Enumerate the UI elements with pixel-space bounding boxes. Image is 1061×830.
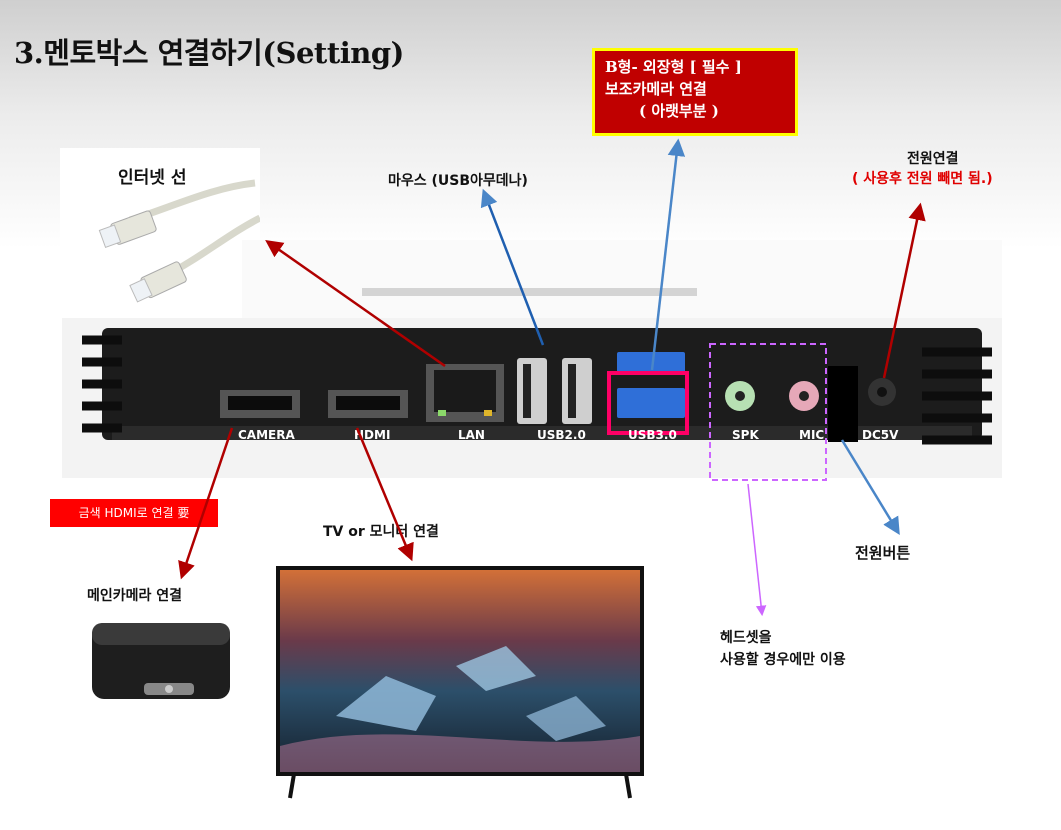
tv-monitor-label: TV or 모니터 연결 bbox=[323, 524, 439, 540]
arrow-usb2-to-mouse bbox=[480, 188, 545, 346]
mentor-box-rear-photo: CAMERA HDMI LAN USB2.0 USB3.0 SPK MIC DC… bbox=[62, 240, 1002, 515]
port-label-usb3: USB3.0 bbox=[628, 428, 677, 442]
port-label-usb2: USB2.0 bbox=[537, 428, 586, 442]
port-label-spk: SPK bbox=[732, 428, 759, 442]
required-camera-callout: B형- 외장형 [ 필수 ] 보조카메라 연결 ( 아랫부분 ) bbox=[592, 48, 798, 136]
ethernet-cable-photo bbox=[60, 148, 262, 338]
arrow-camera-to-maincam bbox=[178, 427, 234, 580]
headset-label-line-1: 헤드셋을 bbox=[720, 630, 772, 646]
headset-label: 헤드셋을 사용할 경우에만 이용 bbox=[720, 627, 846, 671]
arrow-dc-to-power bbox=[882, 202, 926, 379]
port-label-dc5v: DC5V bbox=[862, 428, 899, 442]
port-label-camera: CAMERA bbox=[238, 428, 295, 442]
page-title: 3.멘토박스 연결하기(Setting) bbox=[14, 36, 404, 70]
mouse-label: 마우스 (USB아무데나) bbox=[388, 173, 528, 189]
main-camera-label: 메인카메라 연결 bbox=[87, 588, 183, 604]
internet-cable-label: 인터넷 선 bbox=[118, 168, 187, 188]
arrow-hdmi-to-tv bbox=[355, 427, 414, 562]
power-button-label: 전원버튼 bbox=[855, 544, 911, 562]
callout-line-1: B형- 외장형 [ 필수 ] bbox=[605, 58, 742, 76]
port-label-hdmi: HDMI bbox=[354, 428, 391, 442]
callout-line-3: ( 아랫부분 ) bbox=[639, 102, 719, 120]
arrow-button-to-label bbox=[840, 439, 900, 535]
main-camera-photo bbox=[92, 617, 232, 702]
power-note-label: ( 사용후 전원 빼면 됨.) bbox=[852, 171, 993, 187]
arrow-audio-to-headset bbox=[747, 483, 767, 617]
headset-label-line-2: 사용할 경우에만 이용 bbox=[720, 652, 846, 668]
tv-monitor-photo bbox=[276, 566, 644, 800]
port-label-mic: MIC bbox=[799, 428, 825, 442]
arrow-usb3-to-callout bbox=[650, 138, 686, 371]
callout-line-2: 보조카메라 연결 bbox=[605, 80, 707, 98]
gold-hdmi-badge: 금색 HDMI로 연결 要 bbox=[50, 499, 218, 527]
power-connection-label: 전원연결 bbox=[907, 151, 959, 167]
port-label-lan: LAN bbox=[458, 428, 485, 442]
arrow-lan-to-cable bbox=[265, 239, 446, 368]
